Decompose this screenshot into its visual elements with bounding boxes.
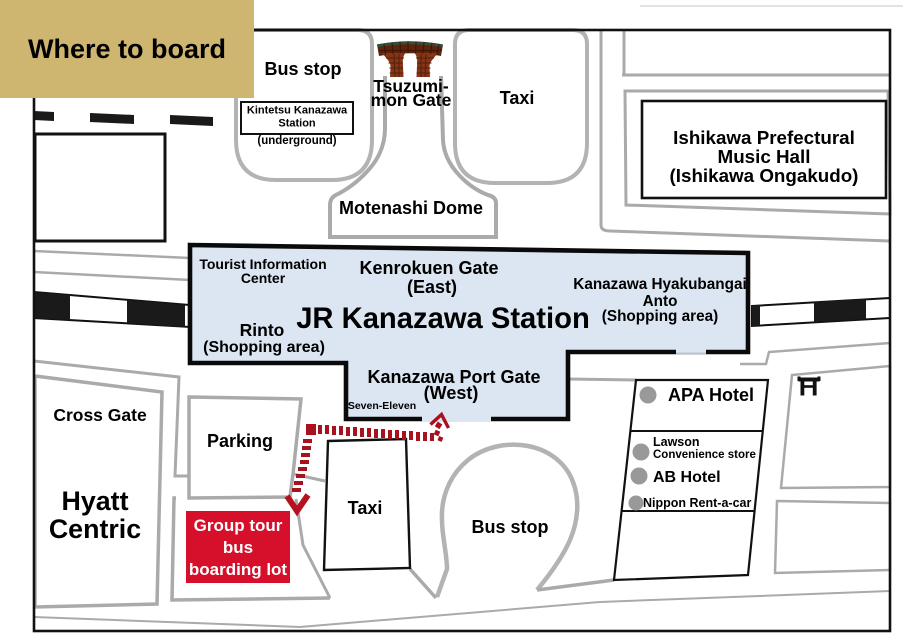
svg-text:Ishikawa Prefectural: Ishikawa Prefectural [673, 127, 855, 148]
svg-text:(Ishikawa Ongakudo): (Ishikawa Ongakudo) [670, 165, 859, 186]
svg-text:(West): (West) [424, 383, 479, 403]
svg-text:Kenrokuen Gate: Kenrokuen Gate [359, 258, 498, 278]
svg-text:Hyatt: Hyatt [61, 486, 128, 516]
svg-text:AB Hotel: AB Hotel [653, 469, 721, 486]
svg-text:Nippon Rent-a-car: Nippon Rent-a-car [643, 496, 751, 510]
svg-text:Parking: Parking [207, 431, 273, 451]
svg-text:(East): (East) [407, 277, 457, 297]
svg-text:Seven-Eleven: Seven-Eleven [348, 400, 416, 412]
svg-text:APA Hotel: APA Hotel [668, 385, 754, 405]
svg-text:Taxi: Taxi [500, 88, 535, 108]
svg-text:Where to board: Where to board [28, 34, 226, 64]
svg-text:Kanazawa Hyakubangai: Kanazawa Hyakubangai [573, 276, 746, 293]
svg-text:Convenience store: Convenience store [653, 449, 756, 461]
svg-text:Bus stop: Bus stop [264, 59, 341, 79]
svg-text:Group tour: Group tour [194, 516, 283, 535]
svg-text:Tourist Information: Tourist Information [199, 256, 326, 272]
svg-text:mon Gate: mon Gate [371, 90, 452, 110]
svg-text:(underground): (underground) [257, 135, 336, 147]
svg-text:Centric: Centric [49, 514, 141, 544]
svg-text:Bus stop: Bus stop [471, 517, 548, 537]
svg-text:Tsuzumi-: Tsuzumi- [373, 76, 449, 96]
svg-text:Anto: Anto [643, 293, 678, 310]
svg-text:Kintetsu Kanazawa: Kintetsu Kanazawa [247, 105, 348, 117]
svg-text:boarding lot: boarding lot [189, 560, 288, 579]
svg-text:(Shopping area): (Shopping area) [602, 308, 718, 325]
svg-text:Rinto: Rinto [240, 320, 285, 340]
svg-text:Cross Gate: Cross Gate [53, 405, 147, 425]
svg-text:bus: bus [223, 538, 253, 557]
svg-text:Music Hall: Music Hall [718, 146, 811, 167]
svg-text:Station: Station [278, 118, 316, 130]
svg-text:Center: Center [241, 270, 286, 286]
svg-text:JR Kanazawa Station: JR Kanazawa Station [296, 303, 590, 335]
svg-text:(Shopping area): (Shopping area) [203, 339, 325, 356]
svg-text:Kanazawa Port Gate: Kanazawa Port Gate [367, 367, 540, 387]
svg-text:Taxi: Taxi [348, 498, 383, 518]
svg-text:Motenashi Dome: Motenashi Dome [339, 198, 483, 218]
svg-text:Lawson: Lawson [653, 435, 700, 449]
